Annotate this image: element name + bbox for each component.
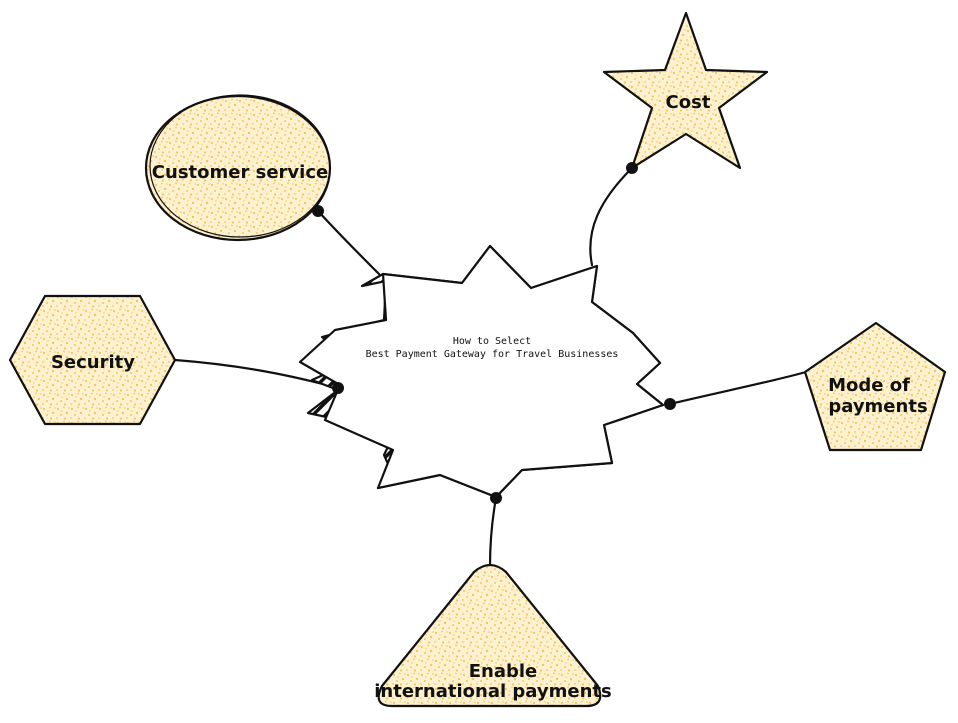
- dot-customer-service: [312, 205, 324, 217]
- node-enable-international-payments: Enable international payments: [374, 563, 612, 708]
- node-mode-of-payments: Mode of payments: [803, 321, 947, 452]
- enable-international-label-line2: international payments: [374, 681, 611, 702]
- security-label: Security: [51, 352, 135, 373]
- dot-mode-of-payments: [664, 398, 676, 410]
- center-title-line1: How to Select: [453, 336, 531, 347]
- cost-label: Cost: [666, 92, 711, 113]
- customer-service-label: Customer service: [152, 162, 328, 183]
- mode-of-payments-label-line2: payments: [828, 396, 927, 417]
- edge-customer-service: [316, 209, 382, 277]
- center-burst: How to Select Best Payment Gateway for T…: [298, 244, 665, 499]
- dot-enable-international: [490, 492, 502, 504]
- node-security: Security: [8, 294, 177, 426]
- enable-international-triangle: [377, 563, 602, 708]
- security-hexagon: [8, 294, 177, 426]
- enable-international-label-line1: Enable: [469, 661, 538, 682]
- node-customer-service: Customer service: [144, 94, 332, 242]
- dot-security: [332, 382, 344, 394]
- cost-star: [602, 11, 769, 170]
- mode-of-payments-label-line1: Mode of: [828, 375, 910, 396]
- customer-service-ellipse-sketch: [149, 94, 331, 238]
- center-title-line2: Best Payment Gateway for Travel Business…: [366, 349, 619, 360]
- edge-enable-international: [488, 496, 498, 569]
- dot-cost: [626, 162, 638, 174]
- node-cost: Cost: [602, 11, 769, 170]
- edge-mode-of-payments: [668, 370, 808, 406]
- center-burst-shape: [298, 244, 665, 499]
- mode-of-payments-pentagon: [803, 321, 947, 452]
- edge-cost: [589, 166, 634, 267]
